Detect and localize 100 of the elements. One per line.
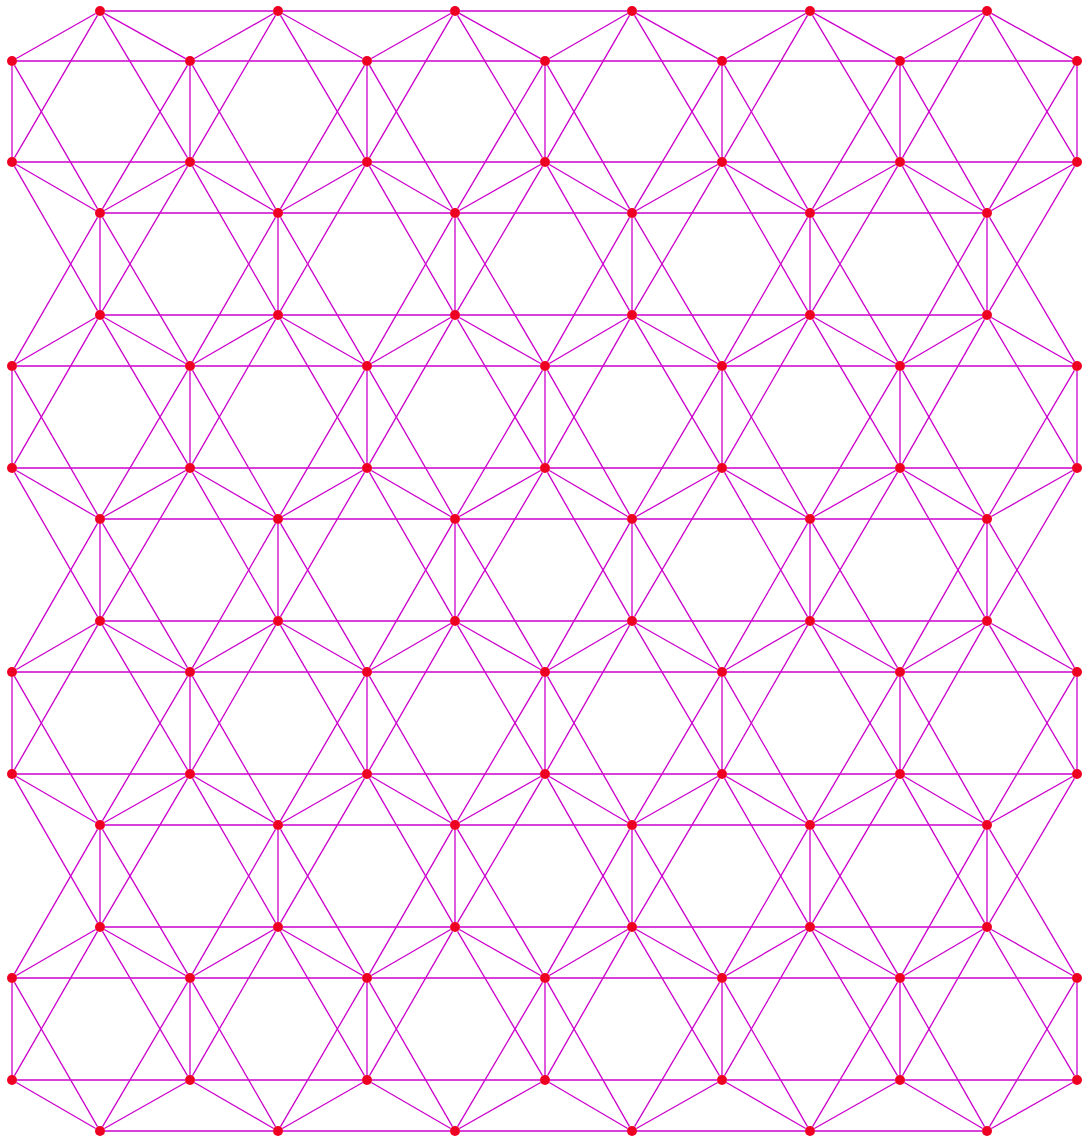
connector-line [723,318,809,465]
connector-line [103,775,187,824]
connector-line [103,469,187,518]
connector-line [904,773,1073,775]
connector-line [368,930,454,1077]
connector-line [370,928,452,977]
connector-line [811,624,899,771]
connector-line [282,1130,451,1132]
connector-line [725,775,807,824]
connector-line [458,163,542,212]
connector-line [281,12,364,60]
vertex-dot [1072,56,1082,66]
vertex-dot [540,56,550,66]
connector-line [635,12,719,60]
connector-line [458,775,542,824]
connector-line [725,163,807,212]
connector-line [104,824,274,826]
vertex-dot [7,56,17,66]
connector-line [281,775,364,824]
connector-line [189,65,191,158]
vertex-dot [362,667,372,677]
connector-line [988,522,1076,669]
connector-line [901,522,986,669]
vertex-dot [540,769,550,779]
connector-line [370,163,452,212]
connector-line [459,926,628,928]
connector-line [279,64,366,210]
vertex-dot [805,616,815,626]
connector-line [370,622,452,671]
connector-line [904,671,1073,673]
connector-line [723,675,809,822]
vertex-dot [540,973,550,983]
vertex-dot [95,208,105,218]
connector-line [282,824,451,826]
vertex-dot [627,6,637,16]
connector-line [546,930,631,1077]
connector-line [899,676,901,770]
connector-line [636,314,806,316]
connector-line [366,370,368,464]
connector-line [371,671,541,673]
vertex-dot [362,361,372,371]
connector-line [986,217,988,311]
vertex-dot [895,1075,905,1085]
connector-line [99,829,101,923]
connector-line [189,982,191,1076]
connector-line [988,471,1076,618]
connector-line [370,775,452,824]
connector-line [282,620,451,622]
connector-line [279,828,366,975]
vertex-dot [362,973,372,983]
connector-line [809,829,811,923]
connector-line [193,316,275,365]
connector-line [635,469,719,518]
connector-line [279,318,366,465]
connector-line [546,828,631,975]
connector-line [631,217,633,311]
connector-line [11,370,13,464]
connector-line [721,676,723,770]
connector-line [546,369,631,516]
vertex-dot [95,922,105,932]
connector-line [454,217,456,311]
connector-line [366,676,368,770]
connector-line [723,624,809,771]
connector-line [633,216,721,363]
vertex-dot [895,667,905,677]
connector-line [549,773,718,775]
connector-line [101,14,189,159]
connector-line [988,930,1076,1077]
connector-line [904,365,1073,367]
vertex-dot [627,1126,637,1136]
vertex-dot [717,56,727,66]
vertex-dot [717,667,727,677]
connector-line [988,675,1076,822]
connector-line [13,14,99,159]
vertex-dot [95,820,105,830]
connector-line [281,163,364,212]
connector-line [548,316,629,365]
connector-line [548,622,629,671]
vertex-dot [185,667,195,677]
connector-line [456,981,544,1128]
connector-line [277,217,279,311]
connector-line [811,930,899,1077]
vertex-dot [717,463,727,473]
connector-line [813,928,897,977]
connector-line [901,369,986,516]
connector-line [901,165,986,312]
vertex-dot [362,463,372,473]
connector-line [279,369,366,516]
connector-line [725,1081,807,1130]
connector-line [368,216,454,363]
connector-line [814,314,983,316]
vertex-dot [982,820,992,830]
connector-line [101,981,189,1128]
vertex-dot [982,922,992,932]
vertex-dot [627,514,637,524]
connector-line [15,469,97,518]
connector-line [635,622,719,671]
connector-line [986,523,988,617]
connector-line [101,522,189,669]
connector-line [281,469,364,518]
